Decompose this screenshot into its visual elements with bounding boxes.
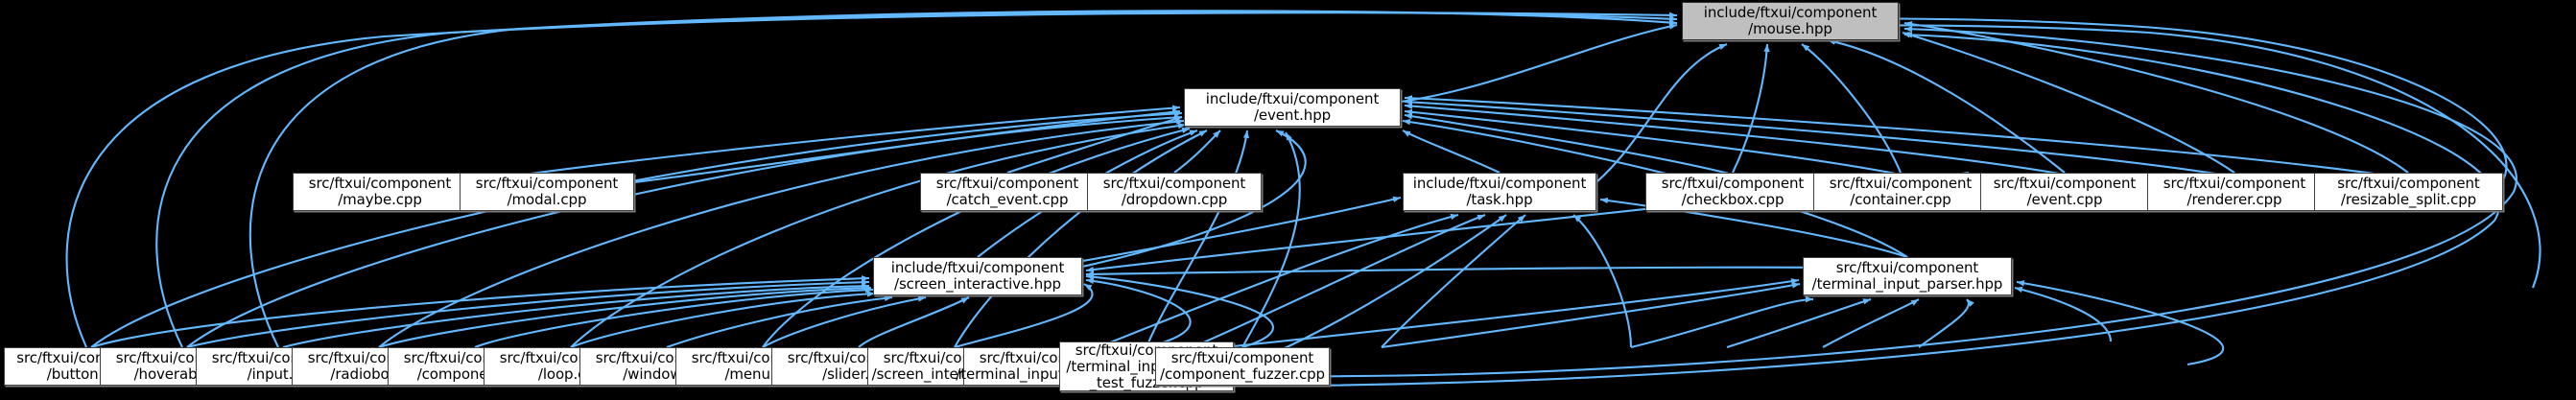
graph-node-resizable_split_cpp[interactable]: src/ftxui/component /resizable_split.cpp: [2314, 173, 2503, 211]
graph-node-screen_interactive_hpp[interactable]: include/ftxui/component /screen_interact…: [873, 257, 1082, 295]
graph-node-renderer_cpp[interactable]: src/ftxui/component /renderer.cpp: [2147, 173, 2322, 211]
graph-node-checkbox_cpp[interactable]: src/ftxui/component /checkbox.cpp: [1645, 173, 1820, 211]
graph-node-modal_cpp[interactable]: src/ftxui/component /modal.cpp: [460, 173, 634, 211]
graph-node-maybe_cpp[interactable]: src/ftxui/component /maybe.cpp: [293, 173, 467, 211]
graph-node-event_cpp[interactable]: src/ftxui/component /event.cpp: [1980, 173, 2149, 211]
graph-node-task_hpp[interactable]: include/ftxui/component /task.hpp: [1403, 173, 1596, 211]
graph-node-terminal_input_parser_hpp[interactable]: src/ftxui/component /terminal_input_pars…: [1803, 257, 2012, 295]
graph-node-component_fuzzer_cpp[interactable]: src/ftxui/component /component_fuzzer.cp…: [1155, 347, 1330, 386]
graph-node-dropdown_cpp[interactable]: src/ftxui/component /dropdown.cpp: [1087, 173, 1262, 211]
graph-node-container_cpp[interactable]: src/ftxui/component /container.cpp: [1813, 173, 1988, 211]
graph-node-mouse_hpp[interactable]: include/ftxui/component /mouse.hpp: [1682, 2, 1899, 40]
graph-node-event_hpp[interactable]: include/ftxui/component /event.hpp: [1184, 88, 1401, 127]
graph-node-catch_event_cpp[interactable]: src/ftxui/component /catch_event.cpp: [920, 173, 1095, 211]
